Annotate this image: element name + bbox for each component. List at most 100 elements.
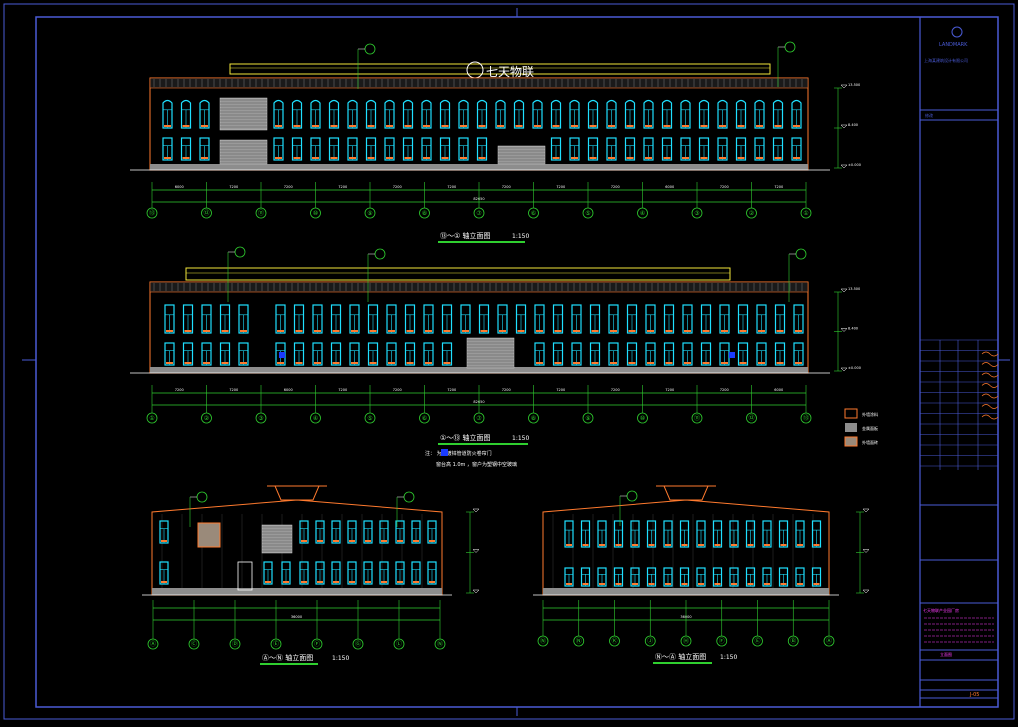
window-sill bbox=[615, 544, 622, 546]
window bbox=[643, 99, 654, 129]
window-sill bbox=[628, 362, 636, 364]
window-sill bbox=[684, 362, 691, 364]
note-line-1: 注： 为热镀锌管道防火卷帘门 bbox=[425, 450, 492, 457]
eave-band bbox=[149, 281, 809, 293]
window bbox=[680, 99, 691, 129]
signature-mark bbox=[981, 393, 999, 399]
axis-label: ③ bbox=[258, 415, 263, 422]
window-sill bbox=[797, 544, 803, 546]
level-symbol bbox=[862, 508, 870, 513]
axis-bubble bbox=[364, 412, 376, 424]
window-sill bbox=[813, 583, 820, 585]
window-sill bbox=[774, 157, 782, 159]
dimension-total: 36000 bbox=[291, 615, 302, 619]
window-sill bbox=[423, 125, 430, 127]
window-sill bbox=[275, 125, 282, 127]
window-sill bbox=[719, 125, 726, 127]
elevation-scale-top: 1:150 bbox=[512, 233, 529, 240]
dimension-value: 7200 bbox=[338, 185, 347, 189]
window-sill bbox=[349, 125, 356, 127]
window-sill bbox=[756, 125, 763, 127]
logo-icon bbox=[951, 26, 963, 38]
roller-shutter-door bbox=[497, 145, 546, 165]
axis-bubble bbox=[310, 412, 321, 424]
notes: 注： 为热镀锌管道防火卷帘门 窗台高 1.0m ，窗户为塑钢中空玻璃 bbox=[425, 449, 517, 468]
window bbox=[199, 99, 210, 129]
axis-label: ⑦ bbox=[476, 210, 482, 217]
window-sill bbox=[182, 157, 190, 159]
axis-bubble bbox=[270, 638, 282, 650]
window-sill bbox=[497, 125, 504, 127]
window bbox=[458, 99, 469, 129]
window bbox=[439, 99, 451, 129]
window-sill bbox=[381, 581, 387, 583]
dimension-value: 7200 bbox=[665, 388, 674, 392]
signature-mark bbox=[981, 362, 999, 367]
window-sill bbox=[632, 583, 638, 585]
level-symbol bbox=[840, 367, 848, 372]
title-bottom-left: Ⓐ～Ⓝ 轴立面图 1:150 bbox=[260, 653, 349, 665]
window-sill bbox=[406, 330, 414, 332]
window-sill bbox=[764, 544, 770, 546]
window bbox=[347, 99, 358, 129]
window-sill bbox=[780, 544, 787, 546]
window-sill bbox=[628, 330, 636, 332]
window-sill bbox=[813, 544, 820, 546]
dimension-value: 7200 bbox=[611, 388, 620, 392]
dimension-value: 7200 bbox=[229, 388, 238, 392]
window-sill bbox=[665, 330, 673, 332]
window-sill bbox=[460, 157, 467, 159]
window-sill bbox=[648, 544, 655, 546]
window-sill bbox=[164, 125, 171, 127]
outer-frame bbox=[3, 3, 1015, 720]
title-top: ⑬～① 轴立面图 1:150 bbox=[438, 231, 529, 243]
axis-bubble bbox=[800, 412, 812, 424]
axis-label: ② bbox=[204, 415, 210, 422]
window-sill bbox=[333, 581, 339, 583]
dimension-value: 7200 bbox=[502, 185, 511, 189]
window-sill bbox=[388, 330, 395, 332]
gable-outline bbox=[151, 499, 443, 596]
window-sill bbox=[591, 330, 599, 332]
window-sill bbox=[758, 330, 765, 332]
window-sill bbox=[682, 157, 689, 159]
window-sill bbox=[700, 125, 708, 127]
project-note: 七天物联产业园厂房 bbox=[923, 607, 959, 613]
level-symbol bbox=[472, 549, 480, 553]
window-sill bbox=[462, 330, 469, 332]
axis-bubble bbox=[680, 635, 692, 647]
level-value: 13.500 bbox=[848, 287, 860, 291]
window-sill bbox=[397, 540, 403, 542]
axis-bubble bbox=[582, 412, 594, 424]
axis-bubble bbox=[823, 635, 835, 647]
window bbox=[513, 99, 525, 129]
window-sill bbox=[161, 581, 167, 583]
window-sill bbox=[700, 157, 708, 159]
window-sill bbox=[441, 157, 449, 159]
dimension-value: 7200 bbox=[502, 388, 511, 392]
window bbox=[310, 99, 321, 129]
legend-label-2: 金属面板 bbox=[862, 425, 878, 431]
window-sill bbox=[478, 125, 486, 127]
axis-label: Ⓝ bbox=[540, 637, 546, 645]
level-symbol bbox=[840, 84, 848, 89]
axis-label: ③ bbox=[694, 210, 699, 217]
window-sill bbox=[367, 125, 375, 127]
detail-callout-bubble bbox=[374, 248, 386, 260]
window-sill bbox=[317, 540, 323, 542]
axis-bubble bbox=[473, 207, 485, 219]
dimension-value: 7200 bbox=[556, 388, 565, 392]
axis-bubble bbox=[637, 207, 648, 219]
elevation-title-bottom-left: Ⓐ～Ⓝ 轴立面图 bbox=[262, 653, 313, 662]
axis-bubble bbox=[716, 635, 728, 647]
level-value: 8.400 bbox=[848, 123, 858, 127]
window-sill bbox=[615, 583, 622, 585]
window-sill bbox=[441, 125, 449, 127]
window-sill bbox=[566, 544, 572, 546]
legend: 外墙涂料 金属面板 外墙面砖 bbox=[844, 408, 878, 447]
detail-callout-bubble bbox=[234, 246, 246, 258]
level-value: ±0.000 bbox=[848, 366, 861, 370]
window-sill bbox=[626, 157, 634, 159]
